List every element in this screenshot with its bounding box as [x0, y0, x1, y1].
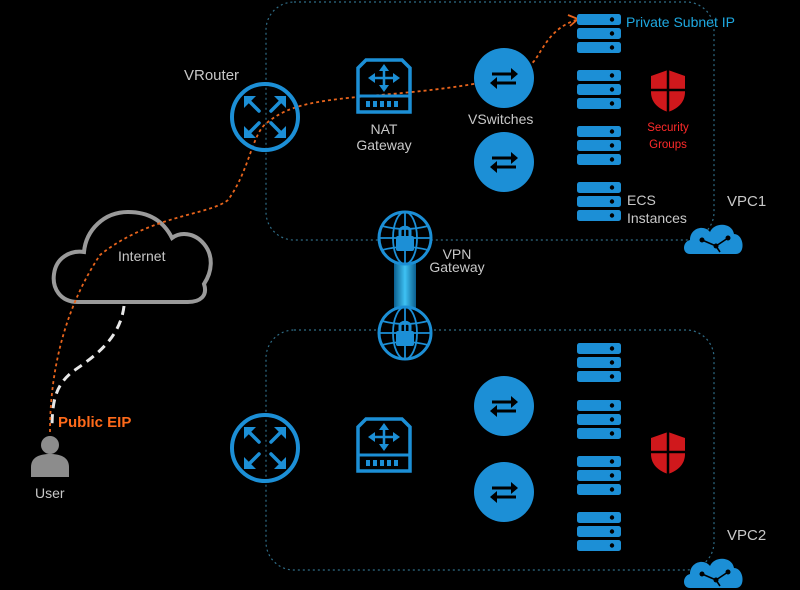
ecs-server-icon	[577, 126, 621, 165]
nat-gateway-vpc2-icon	[356, 417, 412, 473]
user-icon	[31, 436, 69, 477]
ecs-server-icon	[577, 512, 621, 551]
ecs-instances-label: ECS Instances	[627, 191, 687, 227]
vswitch-icon	[474, 132, 534, 192]
ecs-server-icon	[577, 182, 621, 221]
security-shield-icon	[651, 70, 685, 112]
ecs-server-icon	[577, 70, 621, 109]
vpc-cloud-icon	[684, 224, 743, 254]
security-label-line2: Groups	[649, 139, 687, 151]
vpn-label-line2: Gateway	[429, 259, 485, 275]
vpn-gateway-label: VPN Gateway	[424, 246, 490, 275]
user-label: User	[35, 485, 65, 501]
nat-gateway-vpc1-icon	[356, 58, 412, 114]
internet-label: Internet	[118, 248, 166, 264]
ecs-server-icon	[577, 400, 621, 439]
security-groups-label: Security Groups	[638, 120, 698, 154]
private-subnet-ip-label: Private Subnet IP	[626, 14, 735, 30]
vrouter-label: VRouter	[184, 67, 240, 84]
vswitch-icon	[474, 48, 534, 108]
vpc2-boundary	[265, 329, 715, 571]
vswitches-label: VSwitches	[468, 111, 534, 127]
route-arrowhead	[567, 14, 580, 27]
vpc1-label: VPC1	[727, 193, 767, 210]
nat-label-line1: NAT	[370, 121, 398, 137]
vpc1-boundary	[265, 1, 715, 241]
nat-label-line2: Gateway	[356, 137, 412, 153]
vswitch-icon	[474, 376, 534, 436]
vpc2-label: VPC2	[727, 527, 767, 544]
vpn-tunnel	[394, 256, 416, 316]
vswitch-icon	[474, 462, 534, 522]
vpn-gateway-top-icon	[377, 210, 433, 266]
security-shield-icon	[651, 432, 685, 474]
ecs-label-line2: Instances	[627, 210, 687, 226]
user-internet-link	[50, 305, 126, 429]
vrouter-vpc2-icon	[230, 413, 300, 483]
security-label-line1: Security	[647, 122, 689, 134]
public-eip-label: Public EIP	[58, 414, 132, 431]
vrouter-vpc1-icon	[230, 82, 300, 152]
ecs-server-icon	[577, 456, 621, 495]
traffic-route-line	[49, 19, 577, 433]
vpc-cloud-icon	[684, 558, 743, 588]
ecs-server-icon	[577, 14, 621, 53]
nat-gateway-label: NAT Gateway	[344, 121, 424, 153]
internet-cloud-icon	[51, 209, 213, 304]
vpn-label-line1: VPN	[442, 246, 472, 262]
ecs-label-line1: ECS	[627, 192, 656, 208]
vpn-gateway-bottom-icon	[377, 305, 433, 361]
ecs-server-icon	[577, 343, 621, 382]
